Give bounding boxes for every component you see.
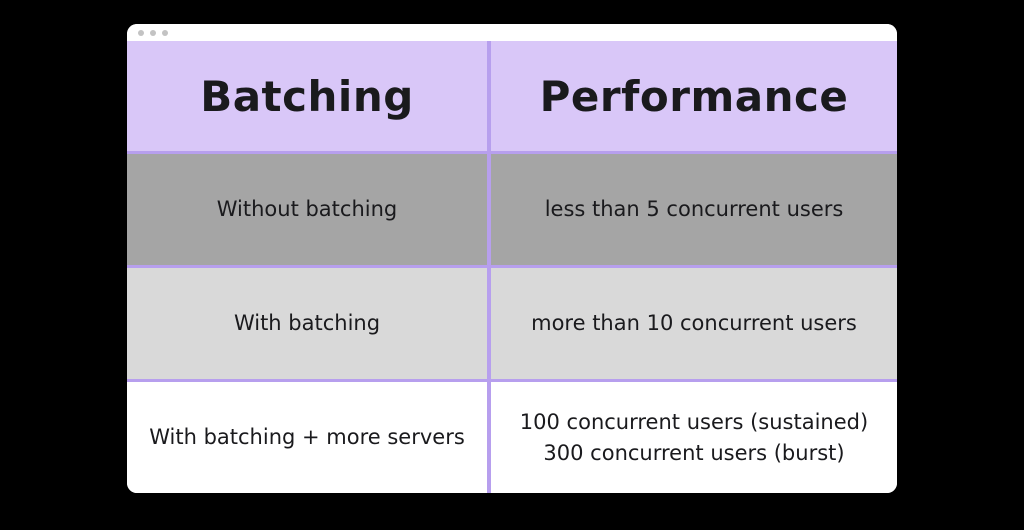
header-cell-batching: Batching	[127, 41, 487, 151]
cell-with-batching-more-servers: With batching + more servers	[127, 382, 487, 493]
cell-with-batching: With batching	[127, 268, 487, 379]
table-row: With batching + more servers 100 concurr…	[127, 379, 897, 493]
window-control-close-icon[interactable]	[138, 29, 144, 36]
cell-label: With batching + more servers	[149, 425, 465, 450]
table-row: With batching more than 10 concurrent us…	[127, 265, 897, 379]
cell-with-batching-more-servers-performance: 100 concurrent users (sustained) 300 con…	[487, 382, 897, 493]
cell-value: more than 10 concurrent users	[531, 311, 857, 336]
window-control-minimize-icon[interactable]	[150, 29, 156, 36]
cell-value-line-1: 100 concurrent users (sustained)	[519, 410, 869, 435]
table-row: Without batching less than 5 concurrent …	[127, 151, 897, 265]
window-titlebar	[127, 24, 897, 41]
table-header-row: Batching Performance	[127, 41, 897, 151]
cell-without-batching-performance: less than 5 concurrent users	[487, 154, 897, 265]
cell-value: less than 5 concurrent users	[544, 197, 844, 222]
header-cell-performance: Performance	[487, 41, 897, 151]
cell-with-batching-performance: more than 10 concurrent users	[487, 268, 897, 379]
cell-label: Without batching	[216, 197, 398, 222]
window-control-maximize-icon[interactable]	[162, 29, 168, 36]
cell-without-batching: Without batching	[127, 154, 487, 265]
comparison-table: Batching Performance Without batching le…	[127, 41, 897, 493]
browser-window: Batching Performance Without batching le…	[127, 24, 897, 493]
header-label-performance: Performance	[539, 71, 849, 121]
header-label-batching: Batching	[200, 71, 414, 121]
cell-value-line-2: 300 concurrent users (burst)	[543, 440, 845, 465]
cell-label: With batching	[233, 311, 381, 336]
